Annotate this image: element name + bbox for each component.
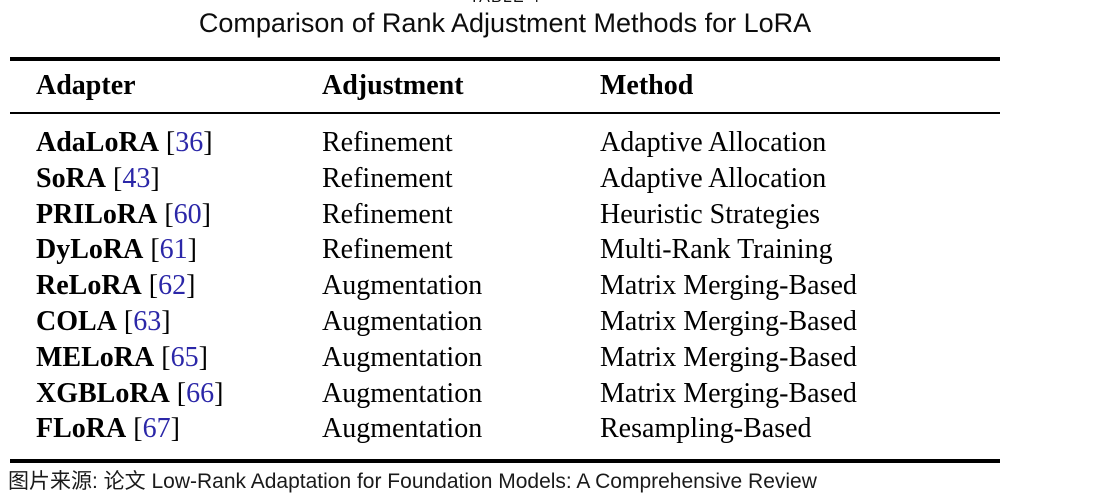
citation-bracket-open: [ (113, 162, 123, 194)
cell-method: Matrix Merging-Based (600, 341, 857, 373)
citation-bracket-close: ] (198, 341, 208, 373)
table-row: MELoRA [65] Augmentation Matrix Merging-Ba… (0, 340, 1111, 376)
citation-bracket-close: ] (214, 377, 224, 409)
citation-bracket-close: ] (201, 198, 211, 230)
cell-adjustment: Refinement (322, 198, 453, 230)
citation-bracket-open: [ (150, 234, 160, 266)
citation-number[interactable]: 43 (122, 162, 151, 194)
adapter-name: PRILoRA (36, 198, 158, 230)
cell-adjustment: Refinement (322, 162, 453, 194)
citation-bracket-open: [ (164, 198, 174, 230)
citation-reference[interactable]: [36] (166, 127, 213, 158)
table-row: COLA [63] Augmentation Matrix Merging-Base… (0, 304, 1111, 340)
citation-number[interactable]: 60 (173, 198, 202, 230)
cell-adapter: DyLoRA [61] (36, 232, 197, 268)
citation-bracket-close: ] (187, 234, 197, 266)
table-row: PRILoRA [60] Refinement Heuristic Strategi… (0, 197, 1111, 233)
table-number-label: TABLE 4 (0, 0, 1010, 7)
table-row: ReLoRA [62] Augmentation Matrix Merging-Ba… (0, 268, 1111, 304)
adapter-name: MELoRA (36, 341, 155, 373)
adapter-name: ReLoRA (36, 270, 142, 302)
adapter-name: AdaLoRA (36, 127, 159, 158)
cell-method: Adaptive Allocation (600, 127, 827, 158)
table-header-rule (10, 112, 1000, 114)
source-attribution: 图片来源: 论文 Low-Rank Adaptation for Foundat… (8, 470, 817, 493)
cell-method: Matrix Merging-Based (600, 306, 857, 337)
cell-adapter: PRILoRA [60] (36, 197, 211, 233)
citation-number[interactable]: 36 (175, 127, 204, 158)
table-row: XGBLoRA [66] Augmentation Matrix Merging-B… (0, 376, 1111, 412)
citation-bracket-close: ] (161, 306, 171, 337)
citation-reference[interactable]: [62] (149, 270, 196, 301)
citation-bracket-close: ] (150, 162, 160, 194)
citation-bracket-open: [ (148, 270, 159, 302)
table-top-rule (10, 57, 1000, 61)
citation-bracket-open: [ (133, 413, 143, 445)
adapter-name: XGBLoRA (36, 377, 170, 409)
cell-method: Multi-Rank Training (600, 234, 833, 266)
cell-adapter: SoRA [43] (36, 161, 160, 197)
citation-reference[interactable]: [67] (133, 413, 180, 444)
citation-number[interactable]: 62 (158, 270, 187, 302)
cell-adjustment: Augmentation (322, 306, 483, 337)
cell-method: Resampling-Based (600, 413, 812, 445)
table-row: SoRA [43] Refinement Adaptive Allocation (0, 161, 1111, 197)
cell-adapter: ReLoRA [62] (36, 268, 195, 304)
cell-method: Adaptive Allocation (600, 162, 827, 194)
citation-reference[interactable]: [60] (164, 199, 211, 230)
table-bottom-rule (10, 459, 1000, 463)
citation-reference[interactable]: [65] (161, 342, 208, 373)
citation-reference[interactable]: [43] (113, 163, 160, 194)
adapter-name: DyLoRA (36, 234, 144, 266)
cell-method: Matrix Merging-Based (600, 377, 857, 409)
cell-adjustment: Augmentation (322, 270, 483, 302)
citation-bracket-close: ] (186, 270, 196, 302)
citation-bracket-open: [ (123, 306, 134, 337)
cell-adapter: AdaLoRA [36] (36, 125, 213, 161)
cell-method: Matrix Merging-Based (600, 270, 857, 302)
cell-adjustment: Augmentation (322, 413, 483, 445)
adapter-name: COLA (36, 306, 117, 337)
cell-adapter: FLoRA [67] (36, 411, 180, 447)
citation-reference[interactable]: [61] (150, 234, 197, 265)
adapter-name: FLoRA (36, 413, 127, 445)
cell-adapter: COLA [63] (36, 304, 171, 340)
citation-bracket-close: ] (203, 127, 213, 158)
citation-bracket-open: [ (161, 341, 171, 373)
column-header-adapter: Adapter (36, 70, 136, 101)
cell-adjustment: Refinement (322, 127, 453, 158)
citation-reference[interactable]: [66] (177, 378, 224, 409)
citation-number[interactable]: 63 (133, 306, 162, 337)
cell-adapter: MELoRA [65] (36, 340, 208, 376)
cell-adjustment: Augmentation (322, 341, 483, 373)
citation-bracket-close: ] (170, 413, 180, 445)
table-title: Comparison of Rank Adjustment Methods fo… (198, 8, 812, 38)
citation-bracket-open: [ (165, 127, 176, 158)
citation-number[interactable]: 61 (159, 234, 188, 266)
table-row: AdaLoRA [36] Refinement Adaptive Allocatio… (0, 125, 1111, 161)
citation-reference[interactable]: [63] (124, 306, 171, 337)
citation-bracket-open: [ (176, 377, 187, 409)
table-row: DyLoRA [61] Refinement Multi-Rank Training (0, 232, 1111, 268)
cell-method: Heuristic Strategies (600, 198, 821, 230)
column-header-method: Method (600, 70, 694, 101)
citation-number[interactable]: 66 (186, 377, 215, 409)
citation-number[interactable]: 65 (170, 341, 199, 373)
citation-number[interactable]: 67 (142, 413, 171, 445)
adapter-name: SoRA (36, 162, 107, 194)
cell-adjustment: Refinement (322, 234, 453, 266)
column-header-adjustment: Adjustment (322, 70, 464, 101)
cell-adapter: XGBLoRA [66] (36, 376, 223, 412)
table-row: FLoRA [67] Augmentation Resampling-Based (0, 411, 1111, 447)
table-header-row: Adapter Adjustment Method (0, 68, 1111, 108)
cell-adjustment: Augmentation (322, 377, 483, 409)
